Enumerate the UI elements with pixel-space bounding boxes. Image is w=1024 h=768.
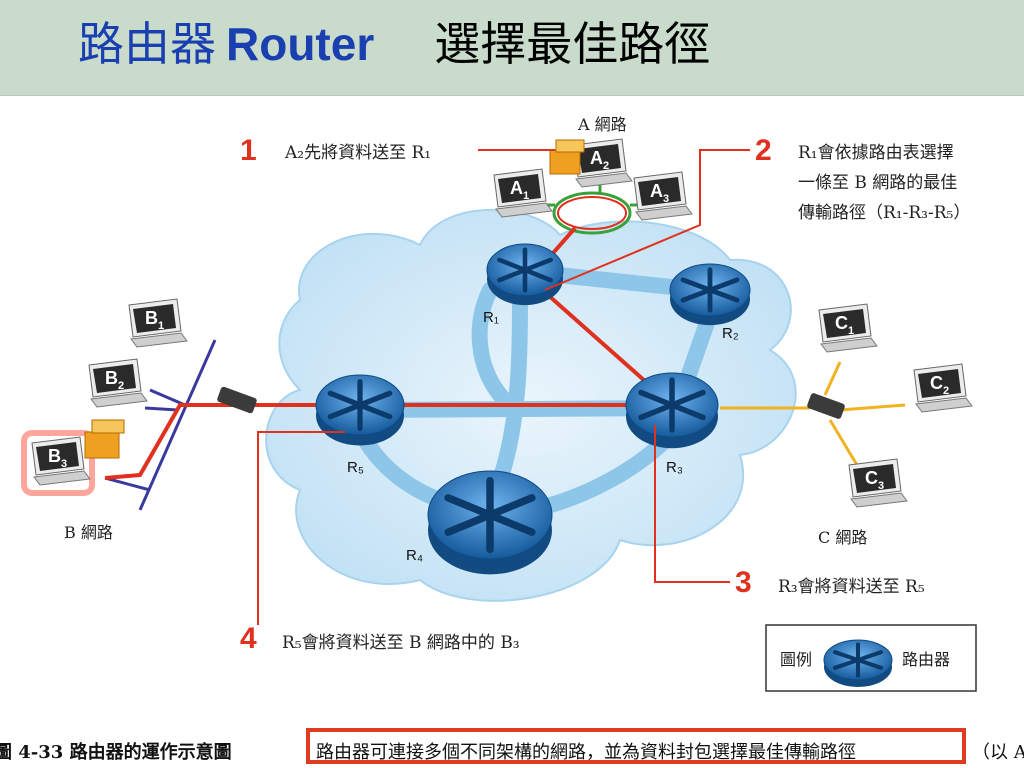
network-c-label: C 網路 — [818, 528, 867, 547]
terminal-b1: B1 — [128, 298, 188, 348]
caption-highlight-box — [306, 728, 966, 764]
caption-number: 圖 4-33 路由器的運作示意圖 — [0, 742, 232, 763]
step-3-number: 3 — [735, 566, 752, 599]
step-2-line-1: R₁會依據路由表選擇 — [798, 143, 954, 163]
step-4-number: 4 — [240, 622, 257, 655]
router-r1 — [486, 243, 564, 306]
step-1-text: A₂先將資料送至 R₁ — [284, 143, 431, 163]
figure-caption: 圖 4-33 路由器的運作示意圖 路由器可連接多個不同架構的網路，並為資料封包選… — [0, 720, 1024, 768]
network-b-label: B 網路 — [64, 523, 113, 542]
step-3: 3 R₃會將資料送至 R₅ — [654, 425, 925, 599]
network-a-label: A 網路 — [577, 115, 627, 134]
router-label-r2: R₂ — [722, 325, 739, 342]
terminal-a2: A2 — [573, 138, 633, 188]
title-zh: 路由器 — [78, 17, 216, 71]
terminal-b2: B2 — [88, 358, 148, 408]
terminal-c3: C3 — [848, 458, 908, 508]
step-2: 2 R₁會依據路由表選擇 一條至 B 網路的最佳 傳輸路徑（R₁-R₃-R₅） — [544, 134, 970, 291]
step-2-line-3: 傳輸路徑（R₁-R₃-R₅） — [798, 203, 970, 223]
router-label-r4: R₄ — [406, 547, 423, 564]
title-en: Router — [226, 18, 375, 70]
title-subtitle: 選擇最佳路徑 — [434, 17, 711, 71]
step-4: 4 R₅會將資料送至 B 網路中的 B₃ — [240, 431, 520, 655]
b-switch — [217, 386, 257, 414]
c-switch — [807, 393, 845, 419]
step-2-number: 2 — [755, 134, 772, 167]
router-label-r1: R₁ — [483, 309, 499, 326]
step-4-text: R₅會將資料送至 B 網路中的 B₃ — [282, 633, 520, 653]
router-r5 — [315, 374, 405, 446]
caption-text: 路由器可連接多個不同架構的網路，並為資料封包選擇最佳傳輸路徑 — [316, 742, 856, 763]
router-label-r3: R₃ — [666, 459, 683, 476]
router-label-r5: R₅ — [347, 459, 364, 476]
legend-label: 圖例 — [780, 650, 812, 669]
c-network-bus — [720, 361, 906, 471]
data-packet-b3 — [84, 419, 125, 459]
router-r2 — [669, 263, 751, 326]
step-3-text: R₃會將資料送至 R₅ — [778, 577, 925, 597]
legend-router-shape — [823, 639, 893, 687]
terminal-b3: B3 — [21, 430, 95, 496]
terminal-c1: C1 — [818, 303, 878, 353]
data-packet-a2 — [549, 139, 585, 175]
legend-router-icon — [823, 639, 893, 687]
terminal-a1: A1 — [493, 168, 553, 218]
terminal-c2: C2 — [913, 363, 973, 413]
legend: 圖例 路由器 — [765, 624, 977, 692]
router-r4 — [427, 470, 553, 575]
step-1: 1 A₂先將資料送至 R₁ — [240, 134, 555, 167]
legend-router-name: 路由器 — [902, 650, 950, 669]
router-r3 — [625, 372, 719, 449]
step-1-number: 1 — [240, 134, 257, 167]
caption-tail: （以 A — [972, 742, 1024, 763]
step-2-line-2: 一條至 B 網路的最佳 — [798, 173, 957, 193]
router-labels: R₁ R₂ R₃ R₄ R₅ — [347, 309, 739, 564]
terminal-a3: A3 — [633, 171, 693, 221]
routers — [315, 243, 751, 575]
